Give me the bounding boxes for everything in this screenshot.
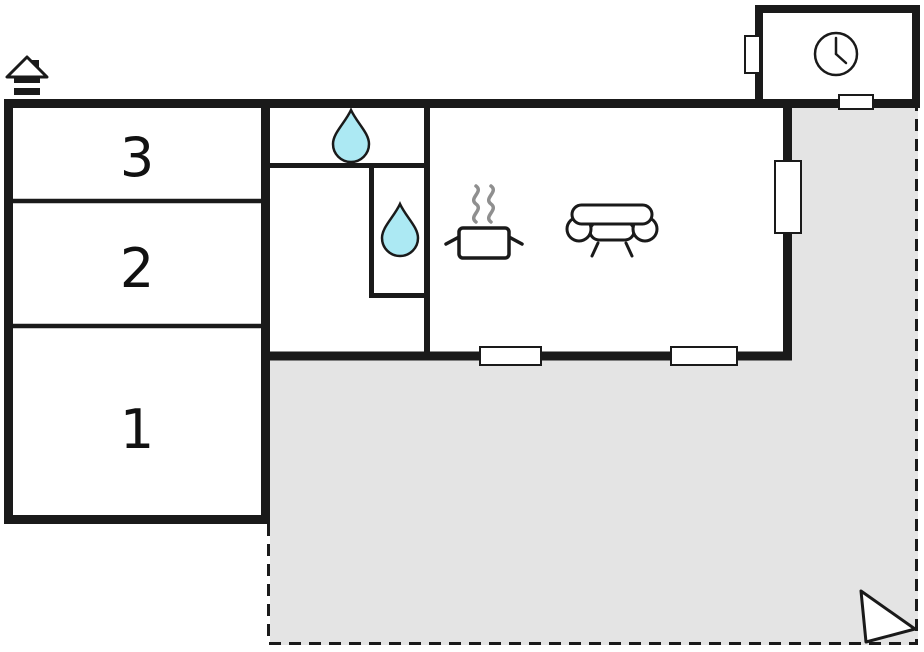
- room-label-3: 3: [120, 126, 154, 189]
- terrace-area: [270, 103, 918, 645]
- house-body-stripe: [14, 83, 40, 88]
- pot-body: [457, 226, 511, 260]
- pot-handle: [507, 235, 524, 246]
- steam-pot-icon: [444, 184, 524, 260]
- water-drop-icon: [331, 107, 371, 164]
- north-arrow-icon: [859, 589, 917, 644]
- sofa-leg: [624, 241, 634, 258]
- room-label-2: 2: [120, 237, 154, 300]
- window: [838, 94, 874, 110]
- window: [479, 346, 542, 366]
- window: [744, 35, 761, 74]
- steam-line: [472, 184, 480, 224]
- window: [774, 160, 802, 234]
- sofa-backrest: [570, 203, 654, 226]
- window: [670, 346, 738, 366]
- house-roof: [5, 55, 49, 79]
- steam-line: [487, 184, 495, 224]
- sofa-leg: [590, 241, 600, 258]
- terrace-dashed-border: [267, 103, 918, 645]
- house-icon: [5, 55, 49, 95]
- clock-icon: [813, 31, 859, 77]
- windows: [479, 35, 874, 366]
- water-drop-icon: [380, 201, 420, 258]
- pot-handle: [444, 235, 461, 246]
- room-label-1: 1: [120, 398, 154, 461]
- sofa-icon: [565, 203, 659, 258]
- clock-hand: [834, 52, 848, 65]
